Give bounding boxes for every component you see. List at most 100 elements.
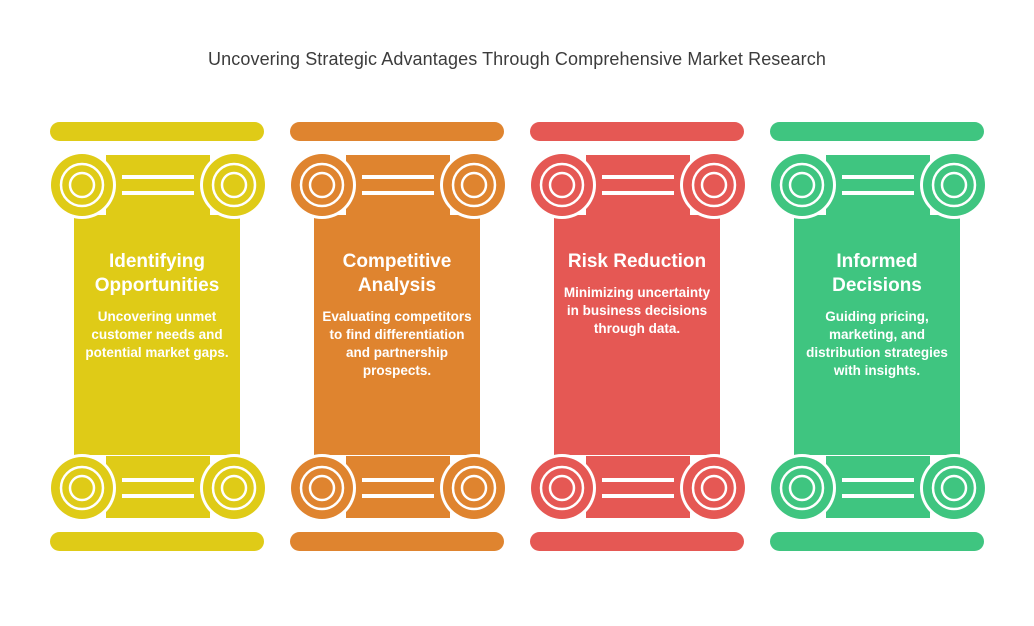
column-gap [770,520,984,532]
volute-spiral-outer [539,162,585,208]
pillar-description: Minimizing uncertainty in business decis… [563,285,711,336]
column-capital [530,151,746,219]
column-capital [50,151,266,219]
volute-spiral-outer [691,465,737,511]
pillar-heading: Identifying Opportunities [94,251,220,296]
column-gap [530,141,744,153]
pillar-identifying-opportunities: Identifying Opportunities Uncovering unm… [50,0,266,626]
column-gap [50,520,264,532]
volute-spiral-inner [308,474,336,502]
capital-groove [362,494,434,498]
capital-groove [842,191,914,195]
column-base [770,454,986,522]
capital-groove [122,494,194,498]
column-shaft [74,215,240,455]
pillar-informed-decisions: Informed Decisions Guiding pricing, mark… [770,0,986,626]
volute-spiral-outer [539,465,585,511]
volute-spiral-inner [220,474,248,502]
capital-groove [362,175,434,179]
volute-spiral-inner [700,171,728,199]
capital-plate [346,456,450,518]
capital-groove [842,478,914,482]
column-gap [290,520,504,532]
volute-spiral-inner [548,474,576,502]
capital-groove [362,478,434,482]
volute-spiral-outer [211,465,257,511]
column-capital [290,151,506,219]
volute-spiral-inner [460,474,488,502]
volute-spiral-outer [451,465,497,511]
capital-plate [586,456,690,518]
volute-spiral-inner [788,171,816,199]
volute-spiral-inner [940,171,968,199]
volute-spiral-outer [299,162,345,208]
volute-spiral-inner [308,171,336,199]
volute-spiral-inner [220,171,248,199]
capital-groove [842,175,914,179]
column-top-bar [50,122,264,141]
pillar-text: Competitive Analysis Evaluating competit… [314,250,480,380]
page-title: Uncovering Strategic Advantages Through … [208,49,826,69]
capital-plate [346,155,450,217]
column-base [50,454,266,522]
capital-groove [602,175,674,179]
volute-spiral-inner [788,474,816,502]
column-bottom-bar [290,532,504,551]
pillar-heading: Informed Decisions [832,251,922,296]
capital-plate [106,155,210,217]
volute-spiral-outer [59,162,105,208]
volute-spiral-outer [931,465,977,511]
column-shaft [794,215,960,455]
volute-spiral-outer [59,465,105,511]
column-bottom-bar [50,532,264,551]
column-bottom-bar [530,532,744,551]
volute-spiral-inner [68,474,96,502]
volute-spiral-inner [940,474,968,502]
column-bottom-bar [770,532,984,551]
volute-spiral-inner [68,171,96,199]
pillar-column-graphic [50,122,266,551]
pillar-text: Informed Decisions Guiding pricing, mark… [794,250,960,380]
volute-spiral-outer [779,465,825,511]
pillar-column-graphic [530,122,746,551]
column-capital [770,151,986,219]
pillar-description: Uncovering unmet customer needs and pote… [85,309,229,360]
capital-groove [602,478,674,482]
capital-plate [586,155,690,217]
capital-groove [602,494,674,498]
volute-spiral-outer [931,162,977,208]
column-shaft [554,215,720,455]
capital-plate [826,155,930,217]
column-base [530,454,746,522]
column-gap [290,141,504,153]
pillar-text: Identifying Opportunities Uncovering unm… [74,250,240,362]
volute-spiral-outer [451,162,497,208]
volute-spiral-inner [460,171,488,199]
volute-spiral-inner [700,474,728,502]
capital-groove [842,494,914,498]
column-gap [530,520,744,532]
pillar-column-graphic [290,122,506,551]
volute-spiral-inner [548,171,576,199]
pillar-heading: Risk Reduction [567,251,707,272]
capital-plate [106,456,210,518]
capital-groove [122,191,194,195]
column-top-bar [770,122,984,141]
column-top-bar [530,122,744,141]
volute-spiral-outer [691,162,737,208]
pillar-column-graphic [770,122,986,551]
capital-groove [362,191,434,195]
capital-groove [602,191,674,195]
pillar-text: Risk Reduction Minimizing uncertainty in… [554,250,720,338]
pillar-risk-reduction: Risk Reduction Minimizing uncertainty in… [530,0,746,626]
column-base [290,454,506,522]
column-shaft [314,215,480,455]
pillar-competitive-analysis: Competitive Analysis Evaluating competit… [290,0,506,626]
column-gap [50,141,264,153]
column-gap [770,141,984,153]
capital-groove [122,478,194,482]
capital-plate [826,456,930,518]
volute-spiral-outer [779,162,825,208]
pillar-description: Guiding pricing, marketing, and distribu… [806,309,948,378]
capital-groove [122,175,194,179]
